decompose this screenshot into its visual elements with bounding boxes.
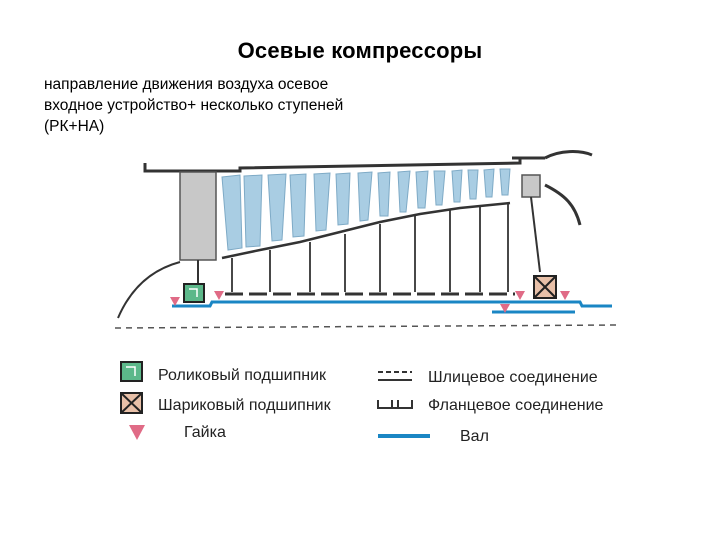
inlet-housing-curve [117,261,181,319]
description-line-1: направление движения воздуха осевое [44,76,329,93]
nut [170,297,180,306]
outlet-casing [512,150,593,226]
blade [467,169,479,200]
blade [289,173,307,238]
rotor-discs [231,204,509,292]
legend-roller-bearing: Роликовый подшипник [158,367,327,384]
centerline [114,324,619,329]
roller-bearing [183,283,205,303]
blade [313,172,331,232]
blade [243,174,263,248]
blade [377,171,391,217]
legend-shaft: Вал [460,428,489,445]
blade [483,168,495,198]
inlet-strut [179,171,217,261]
rotor-hub-line [221,201,511,260]
blade [397,170,411,213]
blade [357,171,373,222]
spline-joint-icon [378,371,412,381]
outer-casing [143,158,522,173]
blade [433,170,446,206]
page-title: Осевые компрессоры [237,38,483,63]
blade [451,169,463,203]
blade [267,173,287,242]
legend-flange-joint: Фланцевое соединение [428,397,604,414]
legend-spline-joint: Шлицевое соединение [428,369,598,386]
flange-joint-icon [377,400,413,409]
ball-bearing-icon [120,392,143,414]
roller-bearing-icon [120,361,143,382]
description-line-2: входное устройство+ несколько ступеней [44,97,344,114]
shaft [172,300,612,314]
ball-bearing [533,275,557,299]
rear-strut-support [530,196,541,273]
rear-strut [521,174,541,198]
compressor-blades [221,168,511,251]
blade [335,172,351,226]
nut [515,291,525,300]
blade [499,168,511,196]
legend-nut: Гайка [184,424,226,441]
description: направление движения воздуха осевое вход… [44,74,424,137]
nut [214,291,224,300]
nut [560,291,570,300]
nut-icon [129,425,145,440]
blade [221,174,243,251]
nut [500,304,510,313]
legend-ball-bearing: Шариковый подшипник [158,397,332,414]
legend: Роликовый подшипник Шариковый подшипник … [120,361,604,445]
nuts [170,291,570,313]
blade [415,170,429,209]
description-line-3: (РК+НА) [44,118,105,135]
